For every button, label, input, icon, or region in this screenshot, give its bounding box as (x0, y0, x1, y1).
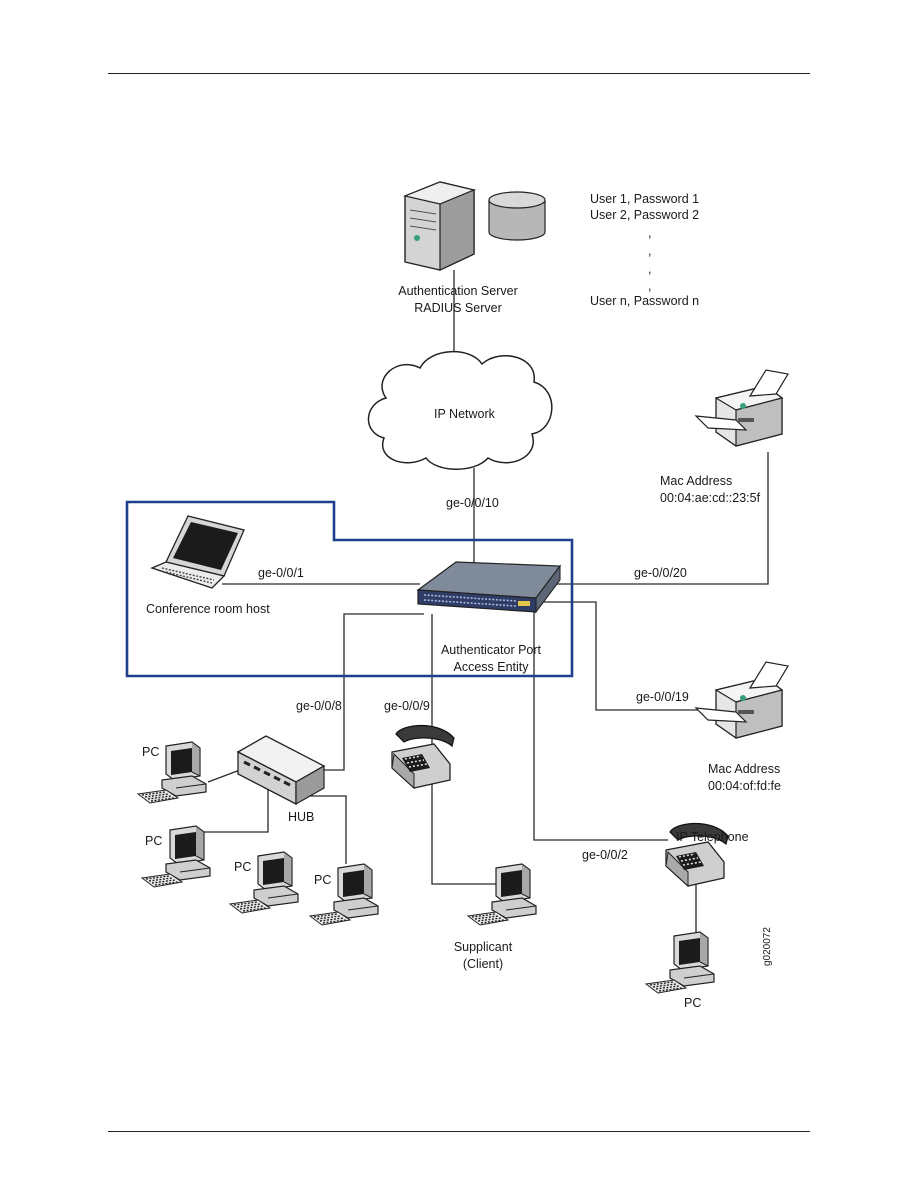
pc-icon (645, 931, 715, 994)
supplicant-label: Supplicant (453, 940, 513, 954)
port-label: ge-0/0/10 (446, 496, 499, 510)
figure-id: g020072 (762, 927, 773, 966)
user-list-entry: User 1, Password 1 (590, 192, 700, 206)
port-label: ge-0/0/20 (634, 566, 687, 580)
pc-icon (467, 863, 537, 926)
port-label: ge-0/0/2 (582, 848, 628, 862)
mac-address-label: Mac Address (660, 474, 733, 488)
pc-label: PC (142, 745, 160, 759)
cloud-icon (367, 351, 553, 470)
network-label: IP Network (434, 407, 495, 421)
pc-label: PC (145, 834, 163, 848)
authenticator-boundary-box (125, 500, 574, 678)
database-icon (488, 191, 546, 241)
port-label: ge-0/0/19 (636, 690, 689, 704)
user-list-ellipsis: , (648, 279, 652, 293)
user-list-ellipsis: , (648, 226, 652, 240)
pc-label: PC (234, 860, 252, 874)
user-list-ellipsis: , (648, 244, 652, 258)
pc-label: PC (684, 996, 702, 1010)
switch-label: Authenticator Port (440, 643, 542, 657)
mac-address-label: Mac Address (708, 762, 781, 776)
port-label: ge-0/0/8 (296, 699, 342, 713)
port-label: ge-0/0/1 (258, 566, 304, 580)
switch-icon (416, 561, 562, 614)
printer-icon (695, 661, 789, 739)
printer-icon (695, 369, 789, 447)
user-list-ellipsis: , (648, 262, 652, 276)
server-label: Authentication Server (398, 284, 518, 298)
mac-address-value: 00:04:ae:cd::23:5f (660, 491, 761, 505)
hub-label: HUB (288, 810, 315, 824)
footer-rule (108, 1131, 810, 1132)
server-icon (402, 181, 476, 271)
user-list-entry: User 2, Password 2 (590, 208, 700, 222)
phone-icon (391, 724, 455, 789)
ip-telephone-label: IP Telephone (676, 830, 749, 844)
pc-label: PC (314, 873, 332, 887)
header-rule (108, 73, 810, 74)
supplicant-client-label: (Client) (462, 957, 504, 971)
port-label: ge-0/0/9 (384, 699, 430, 713)
mac-address-value: 00:04:of:fd:fe (708, 779, 781, 793)
hub-icon (236, 735, 326, 806)
server-label-radius: RADIUS Server (414, 301, 502, 315)
switch-label: Access Entity (453, 660, 529, 674)
laptop-icon (150, 515, 245, 589)
conference-host-label: Conference room host (146, 602, 270, 616)
user-list-entry: User n, Password n (590, 294, 700, 308)
